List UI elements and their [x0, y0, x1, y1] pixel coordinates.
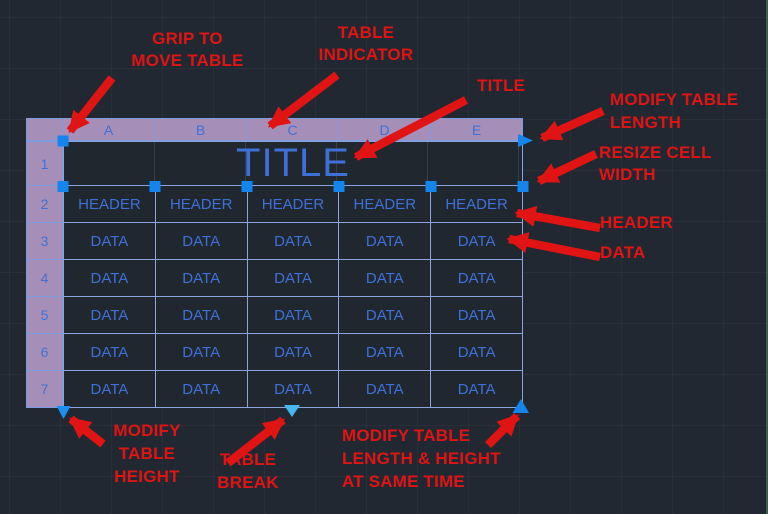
column-letter-e[interactable]: E [431, 119, 522, 140]
data-cell[interactable]: DATA [64, 371, 155, 407]
data-cell[interactable]: DATA [339, 260, 431, 296]
data-cell[interactable]: DATA [64, 334, 155, 370]
data-cell[interactable]: DATA [247, 371, 339, 407]
table-title-cell[interactable]: TITLE [64, 142, 522, 185]
arrow-modify-table-length [539, 107, 605, 142]
data-cell[interactable]: DATA [339, 297, 431, 333]
table-body: TITLE HEADER HEADER HEADER HEADER HEADER… [63, 141, 523, 408]
grip-move-table[interactable] [57, 135, 69, 147]
label-header: HEADER [600, 213, 673, 232]
row-number-7[interactable]: 7 [27, 371, 62, 407]
row-number-2[interactable]: 2 [27, 186, 62, 222]
header-cell[interactable]: HEADER [155, 186, 247, 222]
table-row-numbers-column: 1 2 3 4 5 6 7 [26, 141, 63, 408]
label-modify-length-height: MODIFY TABLE LENGTH & HEIGHT AT SAME TIM… [342, 426, 501, 491]
data-cell[interactable]: DATA [155, 371, 247, 407]
grip-row-edge-left[interactable] [57, 181, 69, 192]
grip-table-break[interactable] [284, 405, 300, 417]
data-cell[interactable]: DATA [431, 260, 522, 296]
grip-modify-table-length[interactable] [518, 134, 533, 147]
table-corner-cell[interactable] [27, 119, 62, 140]
header-cell[interactable]: HEADER [64, 186, 155, 222]
row-number-5[interactable]: 5 [27, 297, 62, 333]
row-number-1[interactable]: 1 [27, 142, 62, 185]
data-cell[interactable]: DATA [431, 334, 522, 370]
data-cell[interactable]: DATA [247, 297, 339, 333]
data-cell[interactable]: DATA [339, 223, 431, 259]
data-cell[interactable]: DATA [431, 371, 522, 407]
data-cell[interactable]: DATA [155, 223, 247, 259]
canvas-right-edge [766, 0, 768, 514]
data-cell[interactable]: DATA [64, 260, 155, 296]
row-number-6[interactable]: 6 [27, 334, 62, 370]
grip-col-a-b[interactable] [149, 181, 161, 192]
column-letter-d[interactable]: D [339, 119, 430, 140]
data-cell[interactable]: DATA [247, 334, 339, 370]
data-cell[interactable]: DATA [64, 223, 155, 259]
data-cell[interactable]: DATA [155, 260, 247, 296]
data-cell[interactable]: DATA [339, 371, 431, 407]
grip-modify-length-height[interactable] [512, 399, 530, 413]
grip-col-c-d[interactable] [333, 181, 345, 192]
label-modify-table-length: MODIFY TABLE LENGTH [610, 90, 739, 132]
header-cell[interactable]: HEADER [247, 186, 339, 222]
column-letter-b[interactable]: B [155, 119, 246, 140]
data-cell[interactable]: DATA [247, 260, 339, 296]
data-cell[interactable]: DATA [431, 223, 522, 259]
label-resize-cell-width: RESIZE CELL WIDTH [599, 143, 712, 184]
arrow-header [514, 205, 601, 233]
data-cell[interactable]: DATA [155, 297, 247, 333]
grip-col-b-c[interactable] [241, 181, 253, 192]
data-cell[interactable]: DATA [64, 297, 155, 333]
label-grip-to-move-table: GRIP TO MOVE TABLE [131, 29, 244, 70]
label-title: TITLE [477, 76, 526, 95]
arrow-resize-cell-width [536, 150, 598, 185]
data-cell[interactable]: DATA [247, 223, 339, 259]
column-letter-c[interactable]: C [247, 119, 338, 140]
data-cell[interactable]: DATA [155, 334, 247, 370]
column-letter-a[interactable]: A [63, 119, 154, 140]
grip-resize-cell-width[interactable] [517, 181, 529, 192]
row-number-3[interactable]: 3 [27, 223, 62, 259]
header-cell[interactable]: HEADER [431, 186, 522, 222]
label-modify-table-height: MODIFY TABLE HEIGHT [113, 421, 181, 486]
label-table-indicator: TABLE INDICATOR [318, 23, 414, 64]
data-cell[interactable]: DATA [339, 334, 431, 370]
data-cell[interactable]: DATA [431, 297, 522, 333]
header-cell[interactable]: HEADER [339, 186, 431, 222]
table-column-letters-row: A B C D E [26, 118, 523, 141]
grip-modify-table-height[interactable] [56, 406, 71, 419]
label-data: DATA [600, 243, 646, 262]
grip-col-d-e[interactable] [425, 181, 437, 192]
row-number-4[interactable]: 4 [27, 260, 62, 296]
label-table-break: TABLE BREAK [217, 450, 279, 492]
